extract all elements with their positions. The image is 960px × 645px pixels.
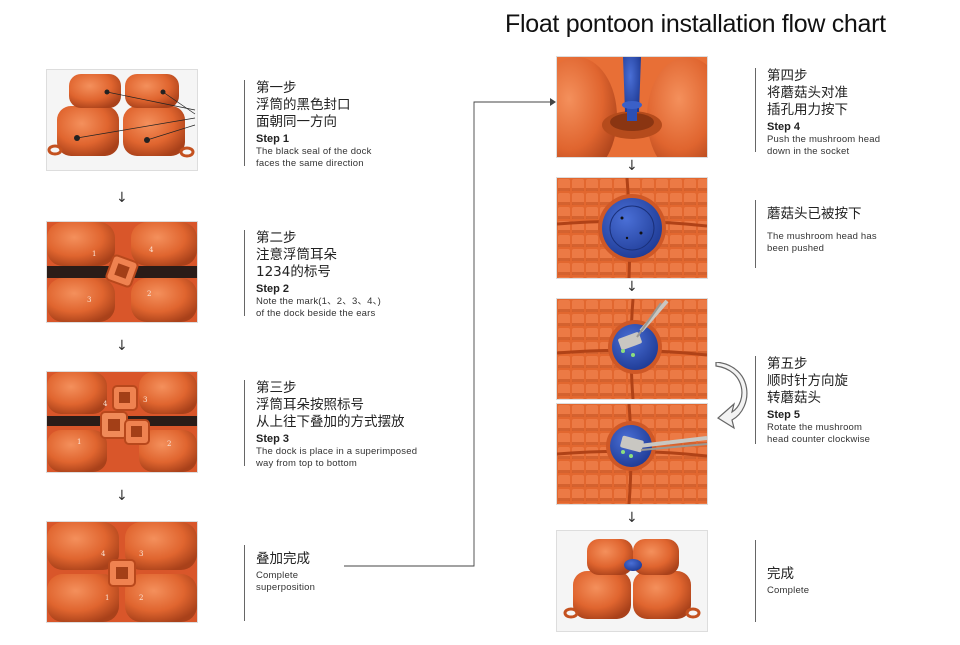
step3-photo: 1 2 3 4 — [47, 372, 197, 472]
step-label: Step 5 — [767, 408, 801, 421]
down-arrow-icon: ↓ — [626, 158, 638, 174]
page-title: Float pontoon installation flow chart — [505, 10, 886, 38]
step-en-line: way from top to bottom — [256, 458, 358, 470]
mark-label: 3 — [143, 396, 147, 404]
step-zh-line: 插孔用力按下 — [767, 101, 848, 118]
step2-photo: 1 2 3 4 — [47, 222, 197, 322]
step-en-line: The dock is place in a superimposed — [256, 446, 418, 458]
step5-text: 第五步 顺时针方向旋 转蘑菇头 Step 5 Rotate the mushro… — [755, 356, 871, 446]
step3-text: 第三步 浮筒耳朵按照标号 从上往下叠加的方式摆放 Step 3 The dock… — [244, 380, 418, 469]
step4-text: 第四步 将蘑菇头对准 插孔用力按下 Step 4 Push the mushro… — [755, 68, 881, 157]
mushroom-pushed-text: 蘑菇头已被按下 The mushroom head has been pushe… — [755, 200, 877, 268]
complete-photo — [557, 531, 707, 631]
rotate-arrow-icon — [715, 362, 748, 430]
mark-label: 1 — [92, 250, 96, 258]
mark-label: 1 — [105, 594, 109, 602]
step-zh-line: 从上往下叠加的方式摆放 — [256, 413, 405, 430]
step-en-line: Complete — [256, 569, 299, 581]
step-en-line: superposition — [256, 581, 316, 593]
step-en-line: The black seal of the dock — [256, 146, 372, 158]
step-en-line: Complete — [767, 584, 810, 596]
mark-label: 4 — [103, 400, 108, 408]
mushroom-pushed-photo — [557, 178, 707, 278]
superposition-text: 叠加完成 Complete superposition — [244, 545, 315, 621]
step-label: Step 1 — [256, 132, 290, 145]
down-arrow-icon: ↓ — [116, 338, 128, 354]
step-zh-line: 注意浮筒耳朵 — [256, 246, 337, 263]
step-zh-line: 1234的标号 — [256, 263, 331, 280]
step-zh-line: 第一步 — [256, 80, 297, 96]
step-en-line: The mushroom head has — [767, 230, 877, 242]
step-zh-line: 将蘑菇头对准 — [767, 84, 848, 101]
step-en-line: down in the socket — [767, 146, 850, 158]
step-en-line: head counter clockwise — [767, 434, 871, 446]
step-zh-line: 第五步 — [767, 356, 808, 372]
mark-label: 3 — [139, 550, 143, 558]
step-en-line: of the dock beside the ears — [256, 308, 376, 320]
mark-label: 1 — [77, 438, 81, 446]
mark-label: 2 — [147, 290, 151, 298]
complete-text: 完成 Complete — [755, 540, 809, 622]
step-zh-line: 面朝同一方向 — [256, 113, 337, 130]
step-en-line: faces the same direction — [256, 158, 364, 170]
step-en-line: Note the mark(1、2、3、4、) — [256, 296, 381, 308]
step-label: Step 2 — [256, 282, 290, 295]
step1-photo — [47, 70, 197, 170]
down-arrow-icon: ↓ — [116, 190, 128, 206]
step-zh-line: 浮筒耳朵按照标号 — [256, 396, 364, 413]
step-zh-line: 第二步 — [256, 230, 297, 246]
down-arrow-icon: ↓ — [626, 279, 638, 295]
superposition-photo: 4 3 1 2 — [47, 522, 197, 622]
step-zh-line: 叠加完成 — [256, 551, 310, 567]
step-zh-line: 第三步 — [256, 380, 297, 396]
step-zh-line: 顺时针方向旋 — [767, 372, 848, 389]
step-zh-line: 完成 — [767, 566, 794, 582]
step-zh-line: 第四步 — [767, 68, 808, 84]
step-zh-line: 浮筒的黑色封口 — [256, 96, 351, 113]
step2-text: 第二步 注意浮筒耳朵 1234的标号 Step 2 Note the mark(… — [244, 230, 381, 319]
step-en-line: Push the mushroom head — [767, 134, 881, 146]
mark-label: 4 — [101, 550, 106, 558]
down-arrow-icon: ↓ — [116, 488, 128, 504]
step-en-line: been pushed — [767, 242, 825, 254]
down-arrow-icon: ↓ — [626, 510, 638, 526]
step5a-photo — [557, 299, 707, 399]
step5b-photo — [557, 404, 707, 504]
mark-label: 3 — [87, 296, 91, 304]
mark-label: 2 — [139, 594, 143, 602]
step1-text: 第一步 浮筒的黑色封口 面朝同一方向 Step 1 The black seal… — [244, 80, 372, 169]
step-zh-line: 转蘑菇头 — [767, 389, 821, 406]
mark-label: 4 — [149, 246, 154, 254]
step-zh-line: 蘑菇头已被按下 — [767, 206, 862, 222]
mark-label: 2 — [167, 440, 171, 448]
step-label: Step 3 — [256, 432, 290, 445]
step4-photo — [557, 57, 707, 157]
step-en-line: Rotate the mushroom — [767, 422, 863, 434]
step-label: Step 4 — [767, 120, 801, 133]
